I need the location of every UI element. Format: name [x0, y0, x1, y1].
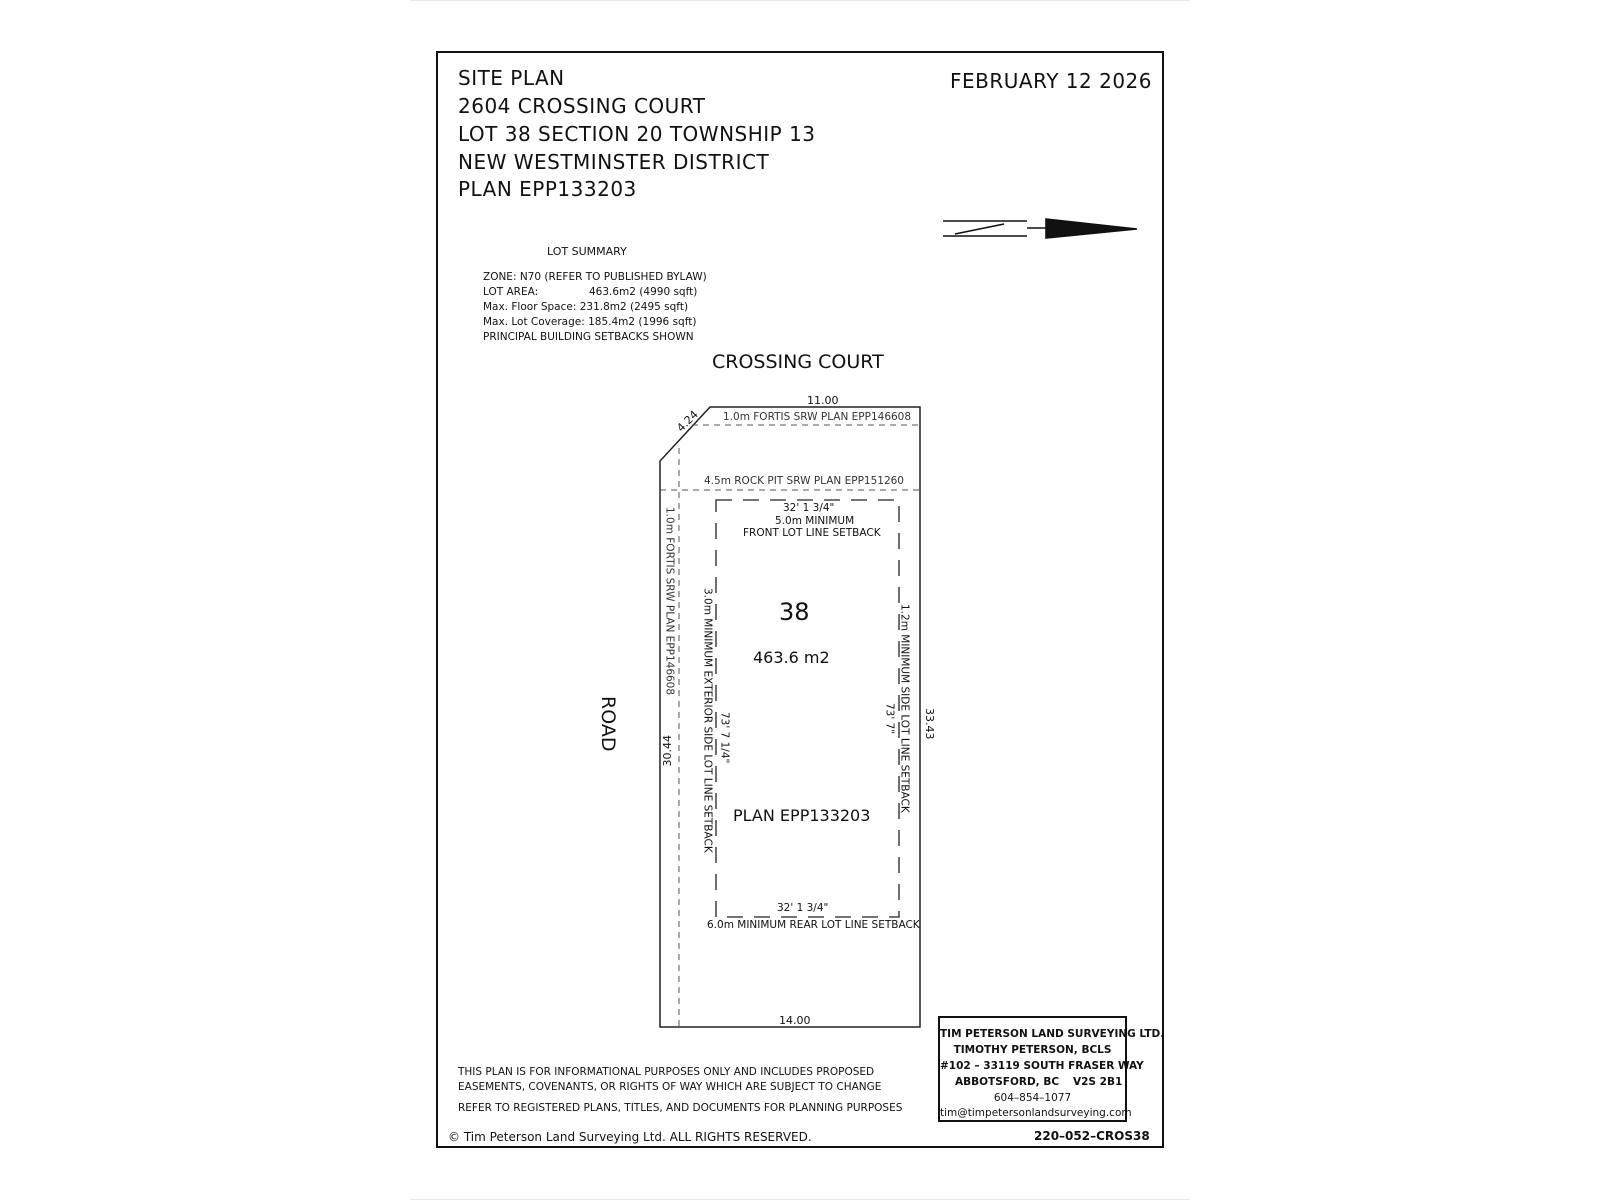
copyright-notice: © Tim Peterson Land Surveying Ltd. ALL R… [448, 1130, 812, 1144]
setback-rear: 6.0m MINIMUM REAR LOT LINE SETBACK [707, 919, 920, 931]
surveyor-phone: 604–854–1077 [993, 1092, 1072, 1104]
lot-boundary [659, 406, 921, 1028]
surveyor-email: tim@timpetersonlandsurveying.com [940, 1107, 1132, 1119]
title-line-2: 2604 CROSSING COURT [458, 94, 706, 118]
lot-summary-heading: LOT SUMMARY [547, 245, 627, 258]
building-envelope [715, 499, 900, 918]
street-road: ROAD [597, 696, 619, 752]
setback-east-length: 73' 7" [883, 703, 896, 735]
lot-number: 38 [779, 598, 810, 626]
lot-summary-floor-space: Max. Floor Space: 231.8m2 (2495 sqft) [483, 301, 689, 313]
north-arrow-icon [943, 218, 1138, 239]
surveyor-company: TIM PETERSON LAND SURVEYING LTD. [940, 1028, 1165, 1040]
title-line-4: NEW WESTMINSTER DISTRICT [458, 150, 770, 174]
surveyor-postal: V2S 2B1 [1073, 1076, 1123, 1088]
easement-fortis-north-label: 1.0m FORTIS SRW PLAN EPP146608 [723, 411, 912, 423]
dim-east: 33.43 [923, 708, 936, 740]
surveyor-name: TIMOTHY PETERSON, BCLS [953, 1044, 1112, 1056]
dim-west: 30.44 [661, 735, 674, 767]
setback-front-width: 32' 1 3/4" [783, 502, 835, 514]
setback-side: 1.2m MINIMUM SIDE LOT LINE SETBACK [898, 604, 911, 813]
dim-north: 11.00 [807, 394, 839, 407]
surveyor-city: ABBOTSFORD, BC [955, 1076, 1060, 1088]
disclaimer-line-2: EASEMENTS, COVENANTS, OR RIGHTS OF WAY W… [458, 1081, 882, 1093]
setback-front-line1: 5.0m MINIMUM [775, 515, 855, 527]
surveyor-title-block: TIM PETERSON LAND SURVEYING LTD. TIMOTHY… [938, 1016, 1165, 1122]
lot-summary-area-label: LOT AREA: [483, 286, 539, 298]
disclaimer-line-3: REFER TO REGISTERED PLANS, TITLES, AND D… [458, 1102, 903, 1114]
setback-west-length: 73' 7 1/4" [718, 712, 731, 764]
setback-rear-width: 32' 1 3/4" [777, 902, 829, 914]
plan-date: FEBRUARY 12 2026 [950, 69, 1152, 93]
setback-exterior-side: 3.0m MINIMUM EXTERIOR SIDE LOT LINE SETB… [701, 588, 714, 853]
lot-summary-setbacks-note: PRINCIPAL BUILDING SETBACKS SHOWN [483, 331, 694, 343]
title-line-1: SITE PLAN [458, 66, 565, 90]
lot-summary-area-value: 463.6m2 (4990 sqft) [589, 286, 698, 298]
title-line-3: LOT 38 SECTION 20 TOWNSHIP 13 [458, 122, 816, 146]
easement-lines [660, 424, 920, 1027]
scan-edge-top [410, 0, 1190, 1]
surveyor-address: #102 – 33119 SOUTH FRASER WAY [940, 1060, 1144, 1072]
lot-area: 463.6 m2 [753, 648, 830, 667]
drawing-number: 220–052–CROS38 [1034, 1129, 1150, 1143]
disclaimer-line-1: THIS PLAN IS FOR INFORMATIONAL PURPOSES … [458, 1066, 875, 1078]
plan-sheet [436, 51, 1164, 1148]
title-line-5: PLAN EPP133203 [458, 177, 637, 201]
lot-summary-coverage: Max. Lot Coverage: 185.4m2 (1996 sqft) [483, 316, 697, 328]
lot-plan-number: PLAN EPP133203 [733, 806, 871, 825]
easement-rock-pit-label: 4.5m ROCK PIT SRW PLAN EPP151260 [704, 475, 904, 487]
street-crossing-court: CROSSING COURT [712, 351, 884, 373]
easement-fortis-west-label: 1.0m FORTIS SRW PLAN EPP146608 [663, 507, 676, 696]
dim-south: 14.00 [779, 1014, 811, 1027]
setback-front-line2: FRONT LOT LINE SETBACK [743, 527, 881, 539]
lot-summary-zone: ZONE: N70 (REFER TO PUBLISHED BYLAW) [483, 271, 707, 283]
